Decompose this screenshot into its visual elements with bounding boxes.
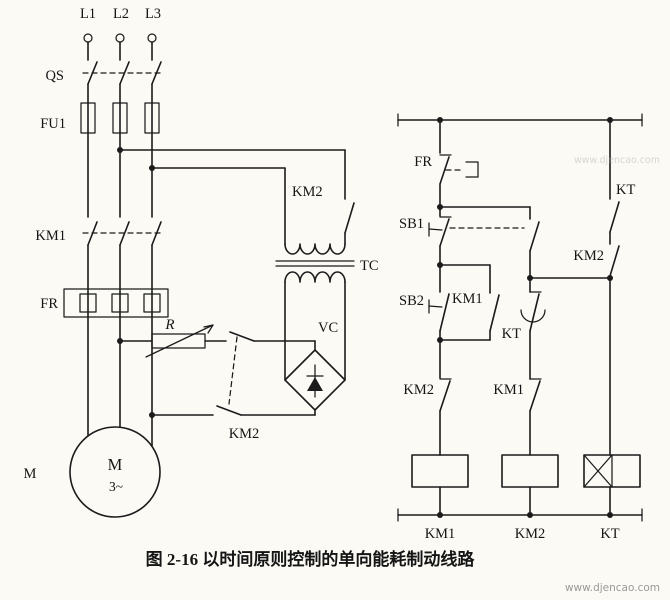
- label-coil-kt: KT: [600, 526, 619, 542]
- junction-dot: [437, 262, 443, 268]
- diode-icon: [307, 377, 323, 391]
- phase-terminals: L1 L2 L3: [80, 6, 161, 43]
- junction-dot: [149, 412, 155, 418]
- label-l2: L2: [113, 6, 129, 22]
- label-km1-main: KM1: [35, 228, 66, 244]
- junction-dot: [527, 512, 533, 518]
- label-km2-aux: KM2: [573, 248, 604, 264]
- label-km1-hold: KM1: [452, 291, 483, 307]
- fr-element-icon: [143, 293, 161, 313]
- junction-dot: [607, 275, 613, 281]
- km2-coil-icon: [501, 454, 559, 488]
- label-km2-brake: KM2: [229, 426, 260, 442]
- motor-phase-text: 3~: [109, 479, 123, 494]
- km1-coil-icon: [411, 454, 469, 488]
- fuse-icon: [80, 102, 96, 134]
- label-coil-km2: KM2: [515, 526, 546, 542]
- delay-arc-icon: [520, 309, 546, 323]
- figure-caption: 图 2-16 以时间原则控制的单向能耗制动线路: [146, 549, 476, 569]
- junction-dot: [527, 275, 533, 281]
- watermark-bottom: www.djencao.com: [565, 582, 660, 594]
- control-circuit: FR SB1 SB2: [397, 113, 643, 542]
- label-coil-km1: KM1: [425, 526, 456, 542]
- watermark-top: www.djencao.com: [574, 155, 660, 166]
- label-km2-top: KM2: [292, 184, 323, 200]
- power-circuit: L1 L2 L3 QS FU1: [24, 6, 379, 518]
- label-fu1: FU1: [40, 116, 66, 132]
- label-sb2: SB2: [399, 293, 424, 309]
- label-motor: M: [24, 466, 37, 482]
- motor-letter: M: [108, 455, 123, 474]
- junction-dot: [607, 512, 613, 518]
- junction-dot: [149, 165, 155, 171]
- label-fr-main: FR: [40, 296, 58, 312]
- motor: M 3~ M: [24, 426, 161, 518]
- fr-overload: FR: [40, 288, 169, 318]
- km2-brake-contact: [229, 331, 255, 342]
- label-fr-control: FR: [414, 154, 432, 170]
- km2-aux-contact: [609, 245, 620, 277]
- fr-box: [63, 288, 169, 318]
- label-tc: TC: [360, 258, 379, 274]
- label-r: R: [164, 317, 174, 333]
- fuse-fu1: FU1: [40, 102, 160, 134]
- km2-brake-contacts: KM2: [151, 331, 316, 442]
- label-qs: QS: [45, 68, 64, 84]
- terminal-l3-icon: [147, 33, 157, 43]
- tc-secondary-coil-icon: [284, 271, 346, 283]
- control-rails: [397, 113, 643, 522]
- fr-element-icon: [79, 293, 97, 313]
- branch-km2: KT KM1: [439, 206, 559, 516]
- thermal-element-icon: [465, 161, 479, 178]
- km1-interlock-contact: KM1: [493, 378, 542, 412]
- junction-dot: [117, 338, 123, 344]
- resistor-r: R: [119, 317, 214, 358]
- junction-dot: [437, 117, 443, 123]
- branch-kt: KT KM2: [529, 119, 641, 516]
- fuse-icon: [112, 102, 128, 134]
- label-vc: VC: [318, 320, 338, 336]
- terminal-l2-icon: [115, 33, 125, 43]
- label-kt-delay: KT: [502, 326, 521, 342]
- km2-brake-link-dashed: [228, 336, 238, 405]
- label-km1-interlock: KM1: [493, 382, 524, 398]
- junction-dot: [607, 117, 613, 123]
- label-sb1: SB1: [399, 216, 424, 232]
- fuse-icon: [144, 102, 160, 134]
- branch-km1: FR SB1 SB2: [399, 119, 525, 516]
- km2-top-contact: [344, 202, 355, 234]
- label-l3: L3: [145, 6, 161, 22]
- qs-switch: QS: [45, 61, 164, 85]
- kt-top-contact: [609, 201, 620, 233]
- rectifier-vc: VC: [284, 320, 346, 411]
- junction-dot: [117, 147, 123, 153]
- tc-primary-coil-icon: [284, 243, 346, 255]
- terminal-l1-icon: [83, 33, 93, 43]
- label-kt-top: KT: [616, 182, 635, 198]
- junction-dot: [437, 337, 443, 343]
- fr-element-icon: [111, 293, 129, 313]
- kt-coil: [583, 454, 641, 488]
- junction-dot: [437, 512, 443, 518]
- transformer-tc: TC: [275, 243, 379, 283]
- km1-hold-contact: KM1: [439, 264, 500, 341]
- sb1-no-contact: [529, 221, 540, 252]
- label-l1: L1: [80, 6, 96, 22]
- label-km2-interlock: KM2: [403, 382, 434, 398]
- km2-interlock-contact: KM2: [403, 378, 452, 412]
- motor-circle-icon: [69, 426, 161, 518]
- braking-branch: KM2 TC VC: [117, 147, 379, 442]
- junction-dot: [437, 204, 443, 210]
- km1-main-contacts: KM1: [35, 221, 164, 246]
- resistor-arrow-icon: [145, 324, 214, 358]
- fr-control-contact: FR: [414, 154, 479, 185]
- sb2-button: SB2: [399, 293, 450, 332]
- sb1-button: SB1: [399, 216, 452, 247]
- kt-delay-contact: KT: [502, 291, 546, 342]
- km2-brake-contact: [216, 405, 242, 416]
